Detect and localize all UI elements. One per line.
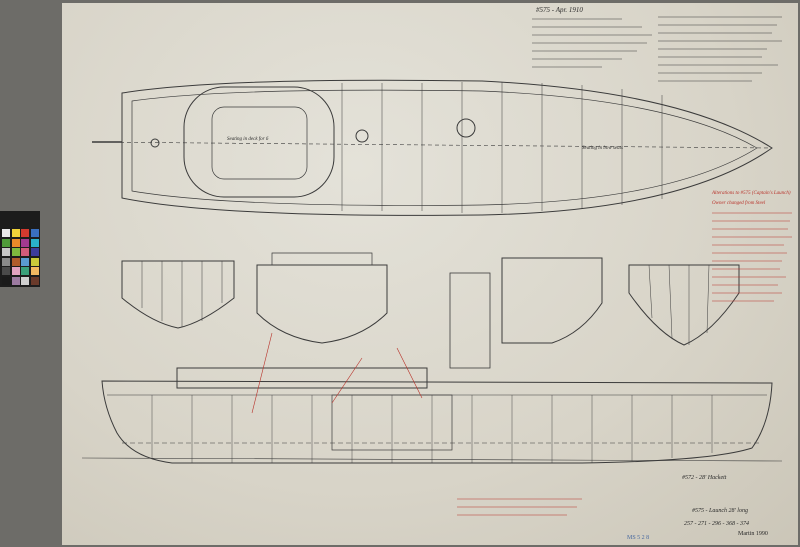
color-checker-patch — [11, 276, 20, 285]
profile-hull — [101, 380, 773, 464]
color-checker-patch — [21, 257, 29, 266]
bottom-ref-c: 257 - 271 - 296 - 368 - 374 — [684, 521, 749, 527]
catalog-number: MS 5 2 8 — [627, 535, 650, 541]
color-checker-patch — [30, 238, 39, 247]
bottom-ref-b: #575 - Launch 28' long — [692, 508, 748, 514]
section-3 — [501, 257, 603, 344]
color-checker-patch — [21, 248, 29, 256]
bow-note: Seating in bow seats — [582, 146, 623, 151]
color-checker-patch — [2, 276, 10, 285]
plan-cockpit — [183, 86, 335, 198]
color-checker-patch — [11, 248, 20, 256]
color-checker-patch — [11, 257, 20, 266]
boat-drawing — [81, 16, 792, 516]
profile-cabin — [176, 367, 428, 389]
color-checker-patch — [30, 248, 39, 256]
section-1 — [121, 260, 235, 329]
color-checker-patch — [2, 238, 10, 247]
blueprint-sheet: #575 - Apr. 1910 Seating in deck for 6 S… — [62, 3, 798, 545]
color-checker-patch — [11, 238, 20, 247]
sheet-top-reference: #575 - Apr. 1910 — [536, 6, 583, 14]
color-checker-patch — [21, 276, 29, 285]
color-checker-patch — [30, 267, 39, 275]
color-checker-patch — [30, 257, 39, 266]
color-checker-patch — [2, 257, 10, 266]
red-note-line: Owner changed from Steel — [712, 201, 766, 206]
color-checker-patch — [11, 229, 20, 237]
plan-view-hull — [121, 79, 773, 216]
red-note-title: Alterations to #575 (Captain's Launch) — [712, 191, 791, 196]
section-4 — [628, 264, 740, 346]
bottom-ref-a: #572 - 28' Hackett — [682, 475, 727, 481]
color-checker-patch — [2, 248, 10, 256]
plan-note: Seating in deck for 6 — [227, 137, 269, 142]
color-checker — [0, 211, 40, 287]
section-2 — [256, 264, 388, 344]
color-checker-patch — [21, 238, 29, 247]
color-checker-patch — [2, 229, 10, 237]
color-checker-patch — [11, 267, 20, 275]
color-checker-patch — [21, 267, 29, 275]
color-checker-patch — [2, 267, 10, 275]
color-checker-patch — [30, 276, 39, 285]
color-checker-patch — [21, 229, 29, 237]
color-checker-patch — [30, 229, 39, 237]
archive-stamp: Martin 1990 — [738, 531, 768, 537]
